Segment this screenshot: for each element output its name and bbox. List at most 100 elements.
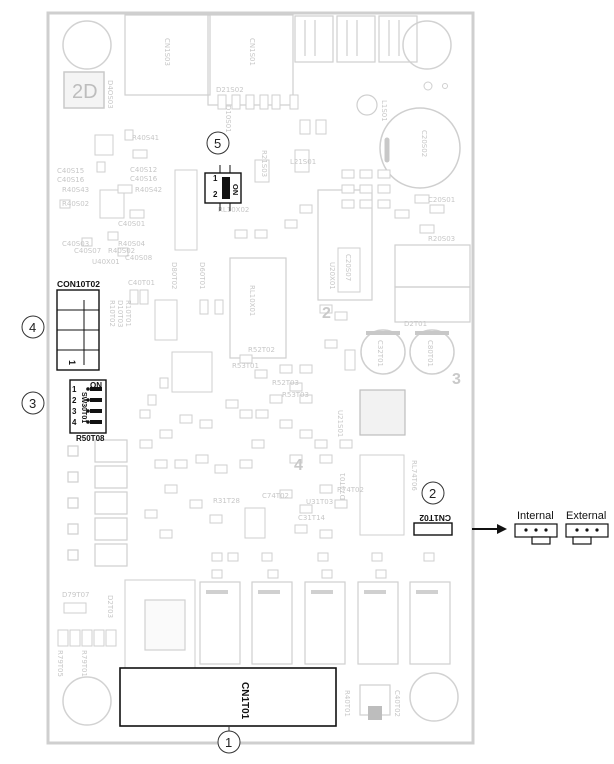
silk-label: C40S01 bbox=[118, 220, 145, 228]
silk-l1s01: L1S01 bbox=[380, 100, 388, 122]
silk-label: C40S16 bbox=[57, 176, 85, 184]
silk-label: C40T01 bbox=[128, 279, 155, 287]
dip-switch-label: SW30T01 bbox=[80, 392, 87, 423]
diode-d79t07 bbox=[63, 602, 87, 614]
silk-label: C40S15 bbox=[57, 167, 84, 175]
resistor-array-bottom-left bbox=[57, 629, 117, 647]
silk-label: C40S12 bbox=[130, 166, 157, 174]
board-mark-2: 2 bbox=[322, 305, 331, 322]
bottom-relay-marks bbox=[206, 590, 438, 594]
silk-label: R52T02 bbox=[248, 346, 275, 354]
silk-label: R10T02 bbox=[108, 300, 116, 327]
callout-4: 4 bbox=[21, 315, 45, 339]
jumper-on-label: ON bbox=[231, 184, 240, 195]
callout-5: 5 bbox=[206, 131, 230, 155]
ic-rl74t06 bbox=[359, 454, 405, 536]
dip-pin-3: 3 bbox=[72, 407, 77, 416]
silk-rl10x02: RL10X01 bbox=[248, 285, 256, 316]
silk-d79t07: D79T07 bbox=[62, 591, 89, 599]
silk-label: R79T01 bbox=[80, 650, 88, 677]
silk-label: U40X01 bbox=[92, 258, 120, 266]
legend-internal-label: Internal bbox=[517, 510, 554, 522]
silk-label: C40S03 bbox=[62, 240, 89, 248]
jumper-pin-2: 2 bbox=[213, 190, 218, 199]
silk-label: R53T03 bbox=[282, 391, 309, 399]
silk-label: R40S04 bbox=[118, 240, 146, 248]
small-via-top bbox=[423, 81, 433, 91]
silk-label: R40S41 bbox=[132, 134, 159, 142]
silk-label: L21S01 bbox=[290, 158, 316, 166]
mounting-hole-bottom-right bbox=[409, 672, 459, 722]
interface-connector-cn1t02 bbox=[413, 522, 453, 536]
silk-label: R20S03 bbox=[428, 235, 455, 243]
ic-u20x01 bbox=[337, 247, 361, 293]
silk-rl74t06: RL74T06 bbox=[410, 460, 418, 491]
callout-2: 2 bbox=[421, 481, 445, 505]
silk-label: R31T28 bbox=[213, 497, 240, 505]
main-connector-cn1t01 bbox=[119, 667, 337, 727]
jumper-cap bbox=[222, 177, 230, 199]
silk-label: U21S01 bbox=[336, 410, 344, 437]
top-right-relays bbox=[294, 15, 418, 63]
silk-label: R21S03 bbox=[260, 150, 268, 177]
silk-label: C20S01 bbox=[428, 196, 455, 204]
silk-label: D10T03 bbox=[116, 300, 124, 327]
legend-external: External bbox=[565, 510, 609, 545]
callout-3: 3 bbox=[21, 391, 45, 415]
silk-cn1s01: CN1S01 bbox=[248, 38, 256, 66]
zone-2d-box bbox=[63, 71, 105, 109]
silk-u20x01: C20S07 bbox=[344, 254, 352, 281]
small-via-top-2 bbox=[442, 83, 448, 89]
ic-right-block bbox=[359, 389, 406, 436]
silk-label: R40S02 bbox=[62, 200, 89, 208]
silk-label: RL10X02 bbox=[218, 206, 249, 214]
mounting-hole-bottom-left bbox=[62, 676, 112, 726]
dip-pin-4: 4 bbox=[72, 418, 77, 427]
inductor-l1s01 bbox=[356, 94, 378, 116]
smd-parts-middle bbox=[129, 289, 356, 539]
dip-switch-on-label: ON bbox=[90, 381, 102, 390]
bottom-small-parts bbox=[211, 552, 435, 579]
main-connector-label: CN1T01 bbox=[239, 682, 250, 720]
silk-label: R74T02 bbox=[337, 486, 364, 494]
silk-c80t01: C80T01 bbox=[426, 340, 434, 367]
silk-label: D2T03 bbox=[106, 595, 114, 618]
silk-label: U31T03 bbox=[306, 498, 333, 506]
silk-label: R52T03 bbox=[272, 379, 299, 387]
legend-external-jumper bbox=[572, 536, 592, 545]
zone-2d-label: 2D bbox=[72, 81, 98, 103]
legend-internal: Internal bbox=[514, 510, 558, 545]
dip-under-label: R50T08 bbox=[76, 434, 105, 443]
mounting-hole-top-right bbox=[402, 20, 452, 70]
silk-label: C74T02 bbox=[262, 492, 289, 500]
part-r40t01-inner bbox=[368, 706, 382, 720]
interface-connector-label: CN1T02 bbox=[419, 513, 451, 523]
capacitor-c20s02 bbox=[379, 107, 461, 189]
ic-u31t03 bbox=[244, 507, 266, 539]
silk-d2t01: D2T01 bbox=[404, 320, 427, 328]
jumper-pin-1: 1 bbox=[213, 174, 218, 183]
silk-label: C40S07 bbox=[74, 247, 101, 255]
capacitor-c32t01 bbox=[360, 329, 406, 375]
callout-2-number: 2 bbox=[429, 486, 436, 501]
con-pin-1-label: 1 bbox=[67, 360, 77, 365]
silk-label: D21S02 bbox=[216, 86, 244, 94]
fan-connector-label: CON10T02 bbox=[57, 279, 100, 289]
smd-parts-left bbox=[59, 129, 198, 257]
silk-cn1s03: CN1S03 bbox=[163, 38, 171, 66]
bottom-relays bbox=[199, 581, 451, 665]
silk-label: R40S42 bbox=[135, 186, 162, 194]
silk-c32t01: C32T01 bbox=[376, 340, 384, 367]
silk-label: R53T01 bbox=[232, 362, 259, 370]
silk-label: C31T14 bbox=[298, 514, 326, 522]
connector-cn1s03 bbox=[124, 14, 211, 96]
silk-label: R40S43 bbox=[62, 186, 89, 194]
terminal-right-2 bbox=[394, 286, 471, 323]
silk-c40t02: C40T02 bbox=[393, 690, 401, 717]
legend-internal-jumper bbox=[531, 536, 551, 545]
arrow-to-legend bbox=[472, 524, 507, 534]
silk-label: D10S01 bbox=[224, 105, 232, 133]
callout-4-number: 4 bbox=[29, 320, 36, 335]
silk-label: R79T05 bbox=[56, 650, 64, 677]
mounting-hole-top-left bbox=[62, 20, 112, 70]
